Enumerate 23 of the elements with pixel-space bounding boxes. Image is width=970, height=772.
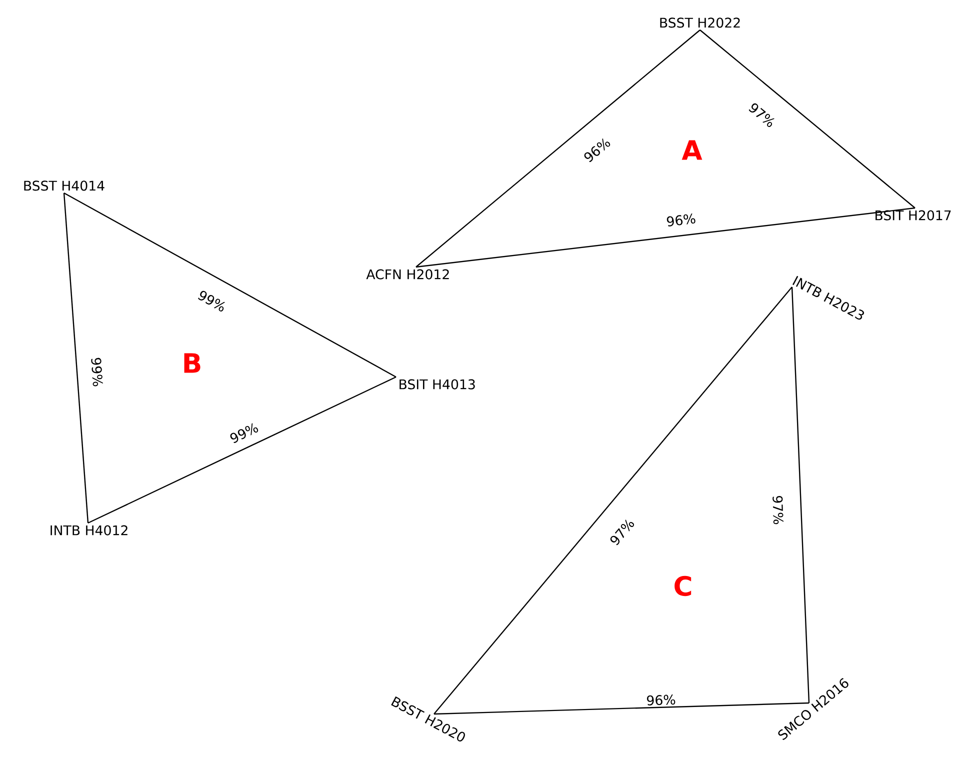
- vertex-label: ACFN H2012: [366, 269, 449, 280]
- triangle-side: [416, 30, 700, 268]
- vertex-label: INTB H4012: [50, 525, 128, 536]
- triangle-letter: C: [674, 576, 692, 596]
- triangle-letter: B: [184, 353, 200, 373]
- vertex-label: BSST H4014: [24, 180, 104, 191]
- triangle-side: [791, 286, 810, 704]
- vertex-label: BSIT H4013: [400, 379, 475, 390]
- vertex-label: BSST H2022: [660, 18, 740, 28]
- triangle-side: [434, 286, 792, 714]
- triangle-side: [88, 376, 396, 524]
- edge-label: 96%: [666, 214, 696, 226]
- triangle-side: [64, 192, 396, 378]
- edge-label: 99%: [198, 290, 226, 312]
- triangle-letter: A: [682, 140, 702, 160]
- triangle-side: [700, 30, 916, 208]
- edge-label: 99%: [91, 358, 103, 386]
- triangle-side: [416, 207, 916, 268]
- triangle-side: [63, 192, 89, 524]
- triangle-side: [434, 702, 810, 715]
- edge-label: 99%: [230, 423, 258, 444]
- edge-label: 96%: [646, 694, 676, 706]
- edge-label: 97%: [772, 496, 784, 524]
